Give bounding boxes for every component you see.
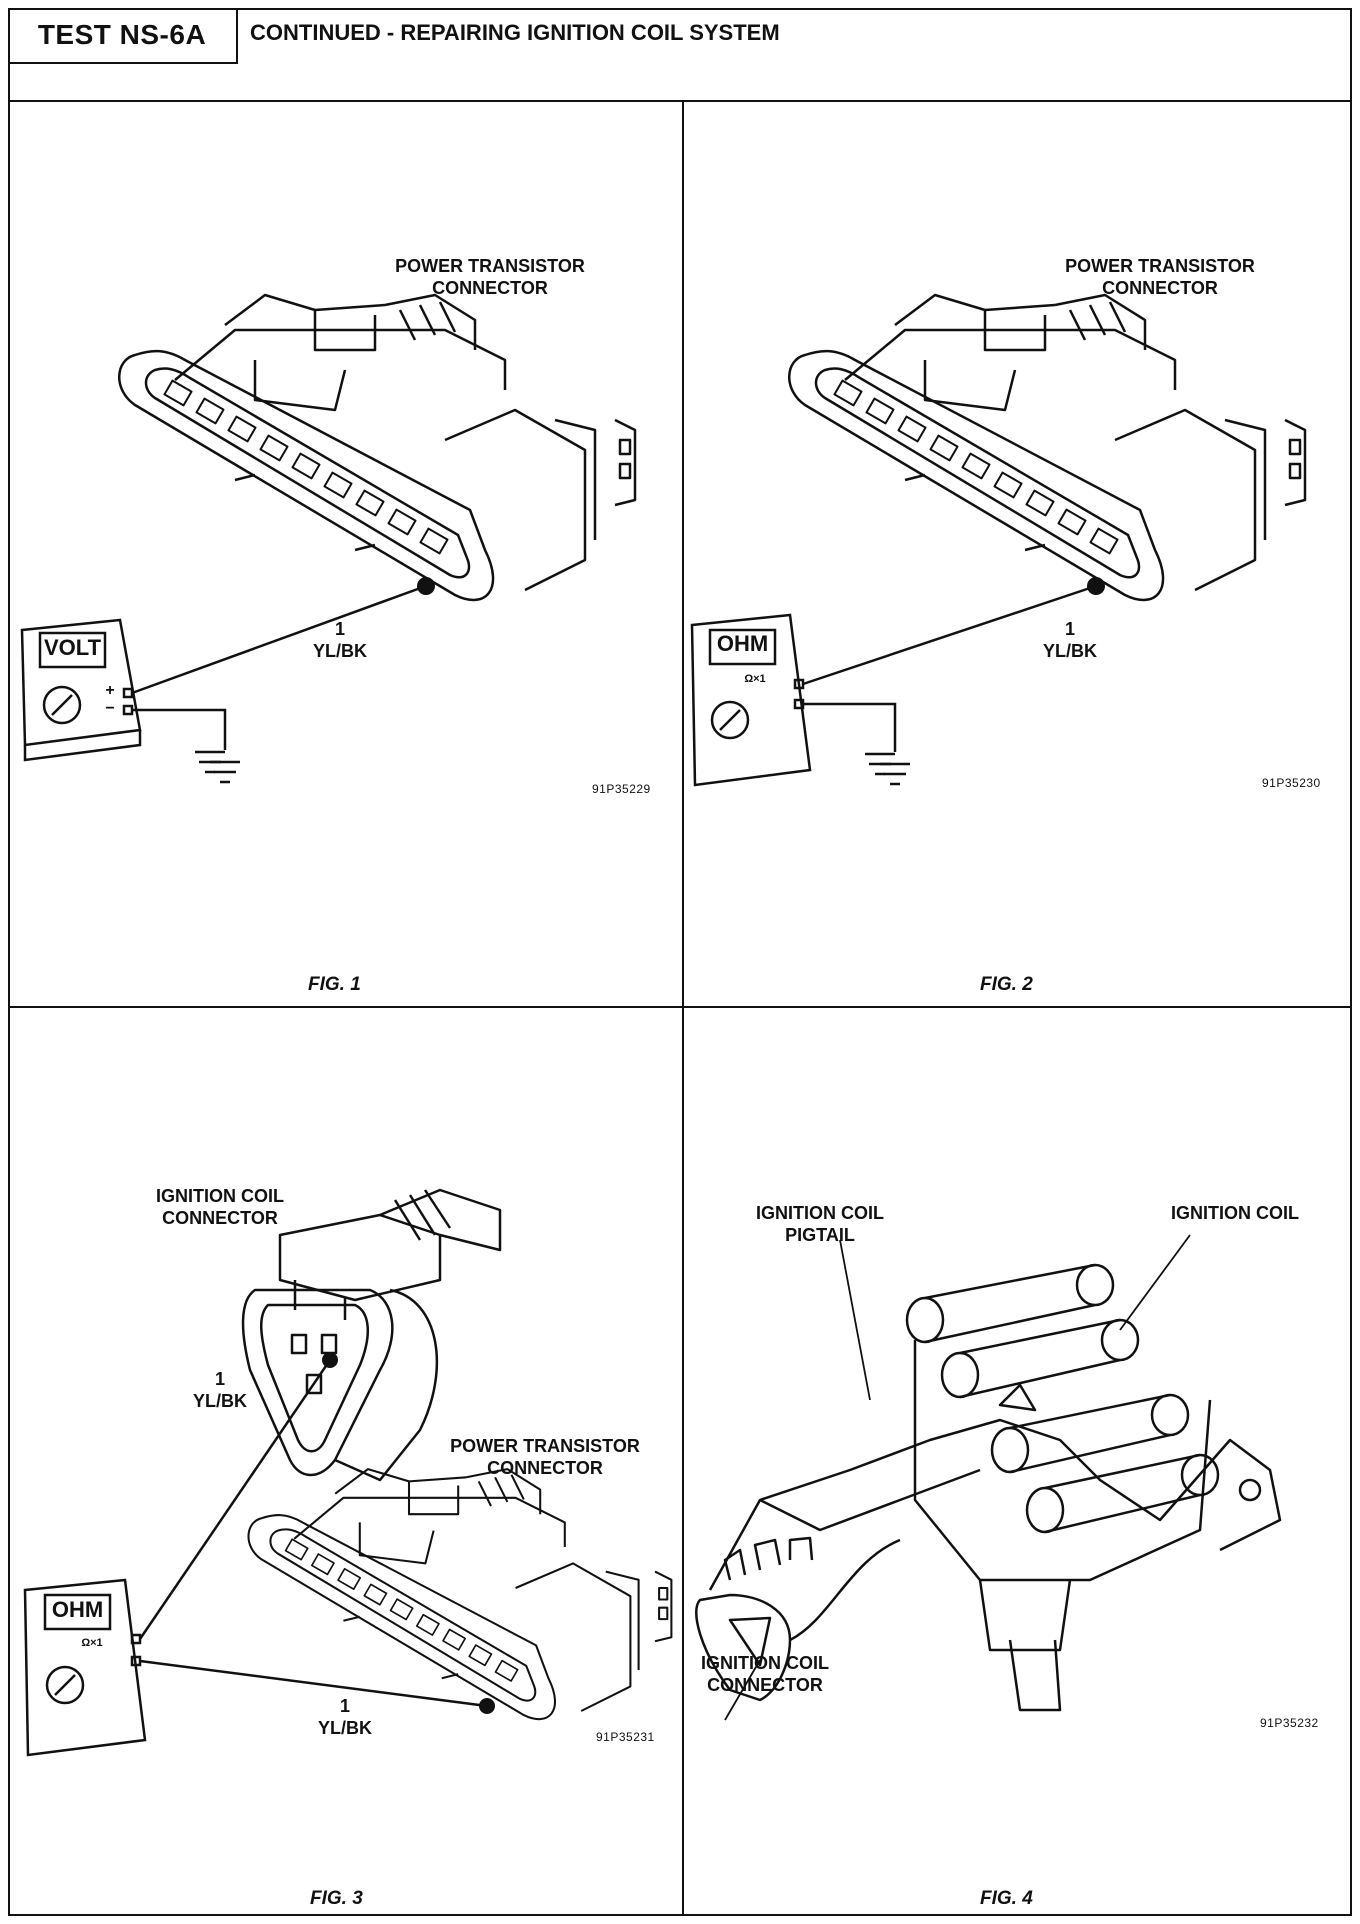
fig3-ignition-coil-connector (241, 1188, 502, 1482)
fig2-pin-number: 1 (1064, 619, 1075, 639)
fig2-caption: FIG. 2 (980, 974, 1033, 995)
fig3-ohmmeter (23, 1578, 147, 1757)
fig2-connector-label: POWER TRANSISTOR CONNECTOR (1065, 256, 1255, 298)
fig3-caption: FIG. 3 (310, 1888, 363, 1909)
fig1-meter-display: VOLT (43, 635, 102, 660)
page-title: CONTINUED - REPAIRING IGNITION COIL SYST… (250, 20, 780, 45)
fig1-pin-number: 1 (334, 619, 345, 639)
fig3-coil-pin-number: 1 (214, 1369, 225, 1389)
header-divider (8, 100, 1352, 102)
column-divider (682, 102, 684, 1916)
fig3-pt-pin-number: 1 (339, 1696, 350, 1716)
fig1-code: 91P35229 (592, 782, 651, 796)
fig4-caption: FIG. 4 (980, 1888, 1033, 1909)
fig2-meter-display: OHM (716, 631, 769, 656)
fig3-coil-connector-label: IGNITION COIL CONNECTOR (156, 1186, 284, 1228)
row-divider (8, 1006, 1352, 1008)
test-id-box: TEST NS-6A (8, 8, 238, 64)
fig3-pt-connector-label: POWER TRANSISTOR CONNECTOR (450, 1436, 640, 1478)
test-id: TEST NS-6A (37, 19, 207, 50)
fig2-ohmmeter (690, 613, 812, 787)
fig1-wire-color: YL/BK (313, 641, 367, 661)
fig3-code: 91P35231 (596, 1730, 655, 1744)
fig1-connector-label: POWER TRANSISTOR CONNECTOR (395, 256, 585, 298)
fig4-connector-label: IGNITION COIL CONNECTOR (701, 1653, 829, 1695)
fig4-ignition-coil-label: IGNITION COIL (1171, 1203, 1299, 1223)
fig1-voltmeter (20, 618, 142, 762)
fig1-plus-sign: + (105, 682, 115, 699)
fig1-caption: FIG. 1 (308, 974, 361, 995)
page-frame (8, 8, 1352, 1916)
fig3-meter-display: OHM (51, 1597, 104, 1622)
fig3-pt-wire-color: YL/BK (318, 1718, 372, 1738)
fig2-power-transistor-connector (787, 293, 1307, 602)
fig4-code: 91P35232 (1260, 1716, 1319, 1730)
fig2-meter-range: Ω×1 (744, 673, 766, 685)
fig3-meter-range: Ω×1 (81, 1637, 103, 1649)
fig4-ignition-coil-assembly (695, 1263, 1282, 1712)
fig1-minus-sign: − (105, 700, 115, 717)
fig1-power-transistor-connector (117, 293, 637, 602)
fig2-wire-color: YL/BK (1043, 641, 1097, 661)
fig2-code: 91P35230 (1262, 776, 1321, 790)
fig3-coil-wire-color: YL/BK (193, 1391, 247, 1411)
fig3-power-transistor-connector (247, 1468, 673, 1721)
fig4-pigtail-label: IGNITION COIL PIGTAIL (756, 1203, 884, 1245)
